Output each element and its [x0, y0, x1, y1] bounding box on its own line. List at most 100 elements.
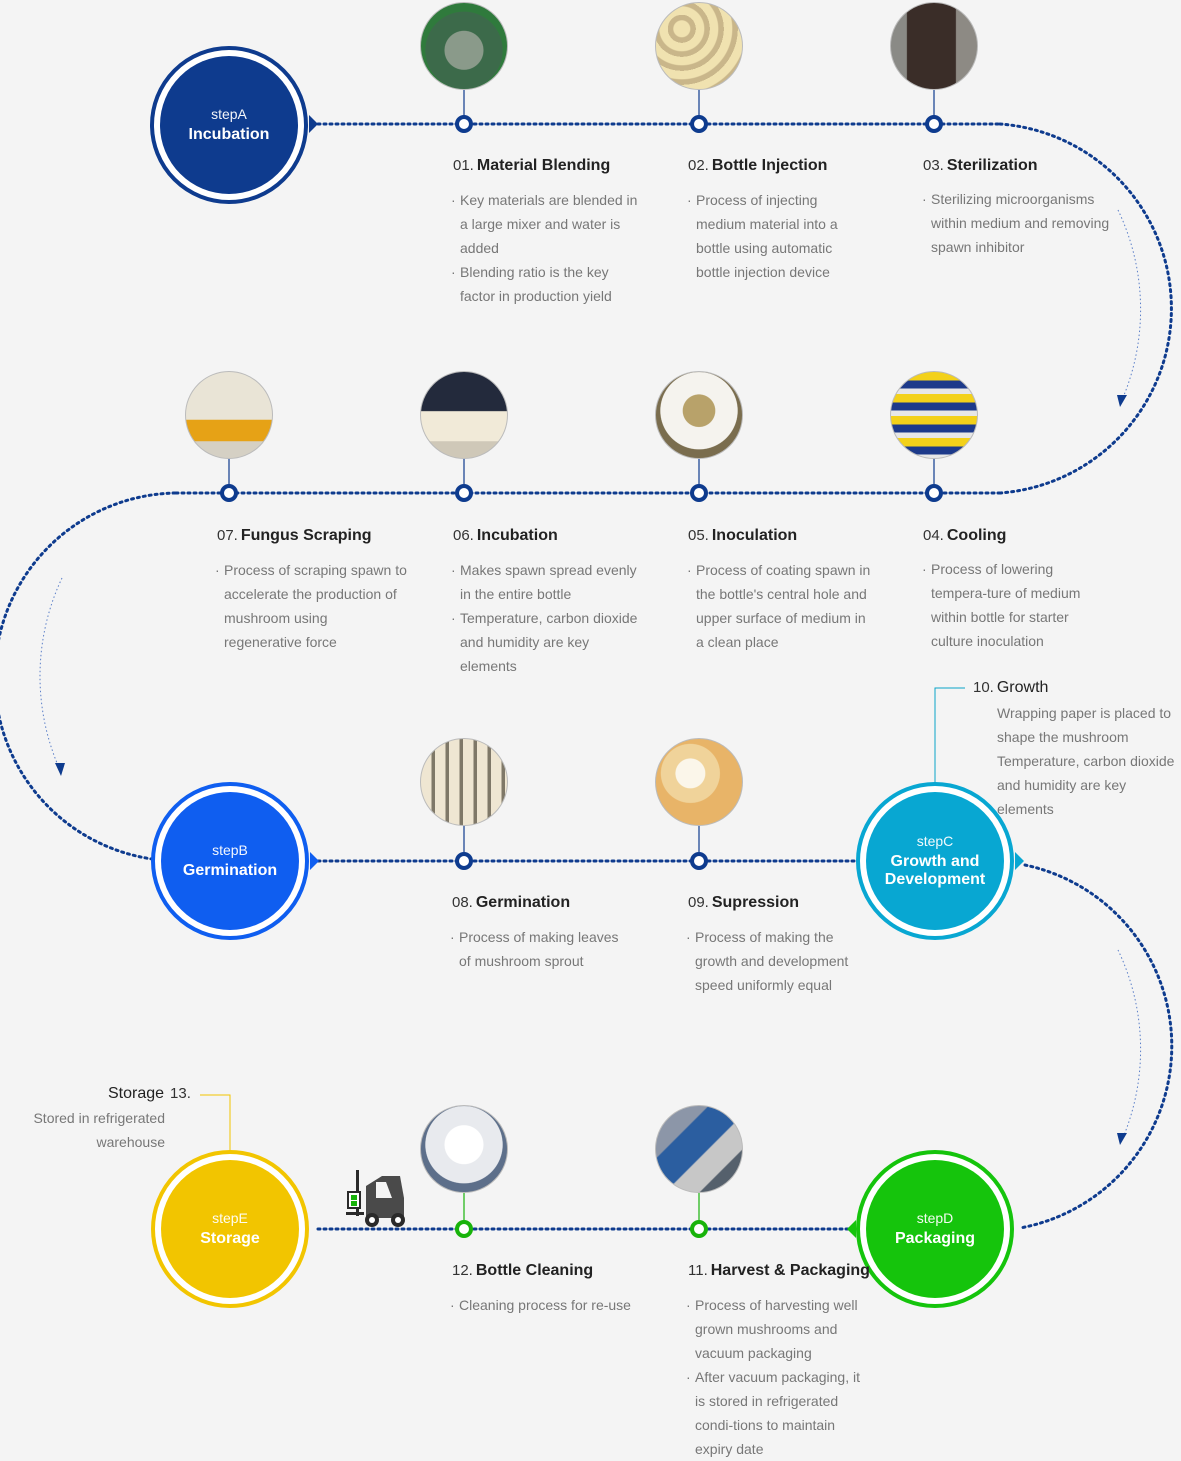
- step-desc-item: Process of harvesting well grown mushroo…: [686, 1293, 868, 1365]
- step-name: Bottle Injection: [711, 157, 828, 174]
- step-number: 10.: [973, 679, 994, 696]
- stage-growth-development: stepC Growth and Development: [856, 782, 1014, 940]
- step-05-title: 05.Inoculation: [688, 527, 797, 545]
- step-07-description: Process of scraping spawn to accelerate …: [215, 558, 407, 654]
- step-name: Material Blending: [476, 157, 611, 174]
- stage-title: Incubation: [188, 126, 270, 143]
- step-13-description: Stored in refrigerated warehouse: [20, 1106, 165, 1154]
- step-desc-item: Blending ratio is the key factor in prod…: [451, 260, 646, 308]
- step-05-description: Process of coating spawn in the bottle's…: [687, 558, 875, 654]
- step-number: 09.: [688, 894, 709, 911]
- step-03-title: 03.Sterilization: [923, 157, 1038, 175]
- step-number: 03.: [923, 157, 944, 174]
- inoculation-photo: [655, 371, 743, 459]
- stage-label: stepC: [916, 833, 954, 849]
- step-name: Harvest & Packaging: [710, 1262, 870, 1279]
- step-12-title: 12.Bottle Cleaning: [452, 1262, 593, 1280]
- stage-storage: stepE Storage: [151, 1150, 309, 1308]
- node-04: [925, 484, 943, 502]
- step-04-title: 04.Cooling: [923, 527, 1006, 545]
- stage-title: Growth and Development: [884, 853, 986, 888]
- step-desc-item: Wrapping paper is placed to shape the mu…: [997, 705, 1172, 745]
- step-desc-item: Sterilizing microorganisms within medium…: [922, 187, 1112, 259]
- step-name: Cooling: [946, 527, 1007, 544]
- step-name: Growth: [996, 679, 1049, 696]
- step-name: Inoculation: [711, 527, 798, 544]
- step-12-description: Cleaning process for re-use: [450, 1293, 640, 1317]
- node-09: [690, 852, 708, 870]
- node-02: [690, 115, 708, 133]
- step-desc-item: Process of injecting medium material int…: [687, 188, 867, 284]
- step-desc-item: Stored in refrigerated warehouse: [33, 1110, 165, 1150]
- step-desc-item: After vacuum packaging, it is stored in …: [686, 1365, 868, 1461]
- step-desc-item: Temperature, carbon dioxide and humidity…: [451, 606, 646, 678]
- node-08: [455, 852, 473, 870]
- stage-pointer: [847, 1220, 856, 1238]
- step-number: 01.: [453, 157, 474, 174]
- forklift-icon: [346, 1170, 405, 1227]
- step-number: 07.: [217, 527, 238, 544]
- node-06: [455, 484, 473, 502]
- cleaning-photo: [420, 1105, 508, 1193]
- step-number: 02.: [688, 157, 709, 174]
- step-06-title: 06.Incubation: [453, 527, 558, 545]
- step-number: 13.: [170, 1085, 191, 1102]
- step-number: 12.: [452, 1262, 473, 1279]
- step-desc-item: Process of making leaves of mushroom spr…: [450, 925, 630, 973]
- stage-label: stepD: [916, 1210, 954, 1226]
- node-11: [690, 1220, 708, 1238]
- step-name: Storage: [108, 1085, 165, 1102]
- step-09-description: Process of making the growth and develop…: [686, 925, 876, 997]
- scraping-photo: [185, 371, 273, 459]
- step-name: Incubation: [476, 527, 558, 544]
- step-name: Supression: [711, 894, 799, 911]
- mixer-photo: [420, 2, 508, 90]
- stage-label: stepA: [211, 106, 247, 122]
- node-12: [455, 1220, 473, 1238]
- step-name: Fungus Scraping: [240, 527, 372, 544]
- step-desc-item: Temperature, carbon dioxide and humidity…: [997, 753, 1175, 817]
- step-desc-item: Process of scraping spawn to accelerate …: [215, 558, 407, 654]
- stage-pointer: [310, 852, 319, 870]
- bottles-photo: [655, 2, 743, 90]
- step-07-title: 07.Fungus Scraping: [217, 527, 372, 545]
- step-02-title: 02.Bottle Injection: [688, 157, 827, 175]
- step-10-description: Wrapping paper is placed to shape the mu…: [997, 701, 1181, 821]
- node-03: [925, 115, 943, 133]
- step-13-title: Storage 13.: [108, 1085, 194, 1103]
- node-01: [455, 115, 473, 133]
- step-09-title: 09.Supression: [688, 894, 799, 912]
- step-number: 11.: [688, 1262, 708, 1279]
- cooling-photo: [890, 371, 978, 459]
- step-01-description: Key materials are blended in a large mix…: [451, 188, 646, 308]
- step-02-description: Process of injecting medium material int…: [687, 188, 867, 284]
- step-number: 05.: [688, 527, 709, 544]
- step-desc-item: Cleaning process for re-use: [450, 1293, 640, 1317]
- stage-label: stepE: [212, 1210, 248, 1226]
- step-number: 06.: [453, 527, 474, 544]
- stage-title: Storage: [200, 1230, 260, 1247]
- step-desc-item: Process of lowering tempera-ture of medi…: [922, 557, 1107, 653]
- node-07: [220, 484, 238, 502]
- step-number: 08.: [452, 894, 473, 911]
- germination-photo: [420, 738, 508, 826]
- step-01-title: 01.Material Blending: [453, 157, 610, 175]
- step-desc-item: Process of making the growth and develop…: [686, 925, 876, 997]
- step-desc-item: Makes spawn spread evenly in the entire …: [451, 558, 646, 606]
- step-06-description: Makes spawn spread evenly in the entire …: [451, 558, 646, 678]
- step-name: Germination: [475, 894, 571, 911]
- step-03-description: Sterilizing microorganisms within medium…: [922, 187, 1112, 259]
- step-11-description: Process of harvesting well grown mushroo…: [686, 1293, 868, 1461]
- stage-germination: stepB Germination: [151, 782, 309, 940]
- stage-title: Packaging: [894, 1230, 976, 1247]
- step-04-description: Process of lowering tempera-ture of medi…: [922, 557, 1107, 653]
- supression-photo: [655, 738, 743, 826]
- stage-title: Germination: [182, 862, 278, 879]
- step-08-description: Process of making leaves of mushroom spr…: [450, 925, 630, 973]
- stage-pointer: [309, 115, 318, 133]
- step-desc-item: Process of coating spawn in the bottle's…: [687, 558, 875, 654]
- step-name: Sterilization: [946, 157, 1038, 174]
- stage-incubation: stepA Incubation: [150, 46, 308, 204]
- step-08-title: 08.Germination: [452, 894, 570, 912]
